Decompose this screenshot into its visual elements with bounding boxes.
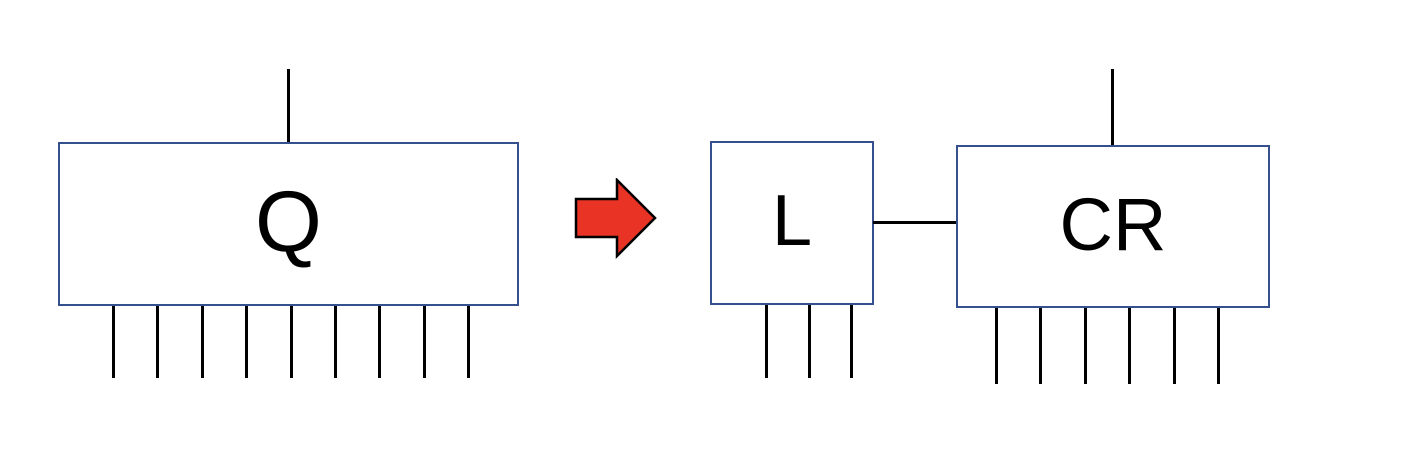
q-top-lead-line — [287, 69, 290, 142]
right-arrow-icon — [574, 178, 657, 260]
l-cr-connector-line — [873, 221, 957, 224]
pin-line — [850, 305, 853, 378]
pin-line — [1128, 308, 1132, 384]
pin-line — [422, 306, 426, 378]
pin-line — [333, 306, 337, 378]
pin-line — [1172, 308, 1176, 384]
block-q: Q — [58, 142, 519, 306]
pin-line — [765, 305, 768, 378]
pin-line — [807, 305, 811, 378]
pin-line — [378, 306, 382, 378]
pin-line — [112, 306, 115, 378]
pin-line — [289, 306, 293, 378]
block-cr: CR — [956, 145, 1270, 308]
pin-line — [995, 308, 998, 384]
pin-line — [156, 306, 160, 378]
block-l-bottom-pins — [765, 305, 853, 378]
pin-line — [245, 306, 249, 378]
pin-line — [1039, 308, 1043, 384]
pin-line — [1216, 308, 1220, 384]
block-l-label: L — [771, 181, 813, 261]
right-arrow-shape — [574, 178, 657, 260]
pin-line — [1083, 308, 1087, 384]
block-cr-label: CR — [1059, 182, 1167, 266]
block-l: L — [710, 141, 874, 305]
block-q-label: Q — [255, 174, 322, 270]
pin-line — [467, 306, 470, 378]
block-q-bottom-pins — [112, 306, 470, 378]
cr-top-lead-line — [1111, 69, 1114, 145]
block-cr-bottom-pins — [995, 308, 1220, 384]
pin-line — [200, 306, 204, 378]
